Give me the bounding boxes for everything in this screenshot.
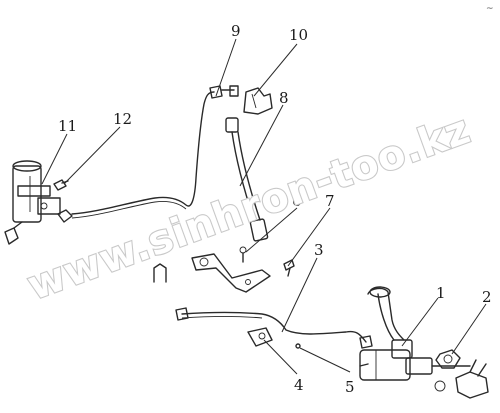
callout-3: 3 [314,241,324,259]
callout-12: 12 [113,110,132,128]
callout-5: 5 [345,378,355,396]
leader-7 [287,207,331,267]
lower-pipe [175,307,373,349]
leader-6 [245,207,298,253]
leader-1 [401,297,439,347]
callout-8: 8 [279,89,289,107]
slave-cylinder [4,160,73,245]
corner-mark: ~ [486,4,494,14]
leader-5 [299,347,351,373]
bracket [191,253,271,293]
callout-7: 7 [325,192,335,210]
bolt [239,246,247,263]
bolt-small [283,259,295,277]
callout-6: 6 [292,192,302,210]
pin [295,343,301,349]
callout-10: 10 [289,26,308,44]
pipe-clip [247,327,273,347]
callout-4: 4 [294,376,304,394]
leader-4 [263,339,298,375]
master-cylinder [359,286,471,381]
upper-pipe [71,85,239,219]
callout-1: 1 [436,284,446,302]
watermark-text: www.sinhron-too.kz [22,106,477,309]
leader-9 [215,38,237,97]
callout-9: 9 [231,22,241,40]
clip [243,87,273,115]
clevis-nut [434,349,489,399]
flexible-hose [225,117,269,242]
leader-2 [451,303,487,355]
retaining-clip [153,263,167,283]
callout-2: 2 [482,288,492,306]
leader-11 [41,133,68,185]
leader-8 [239,104,284,187]
leader-12 [63,126,121,185]
leader-3 [281,257,318,333]
leader-10 [253,43,298,97]
callout-11: 11 [58,117,77,135]
